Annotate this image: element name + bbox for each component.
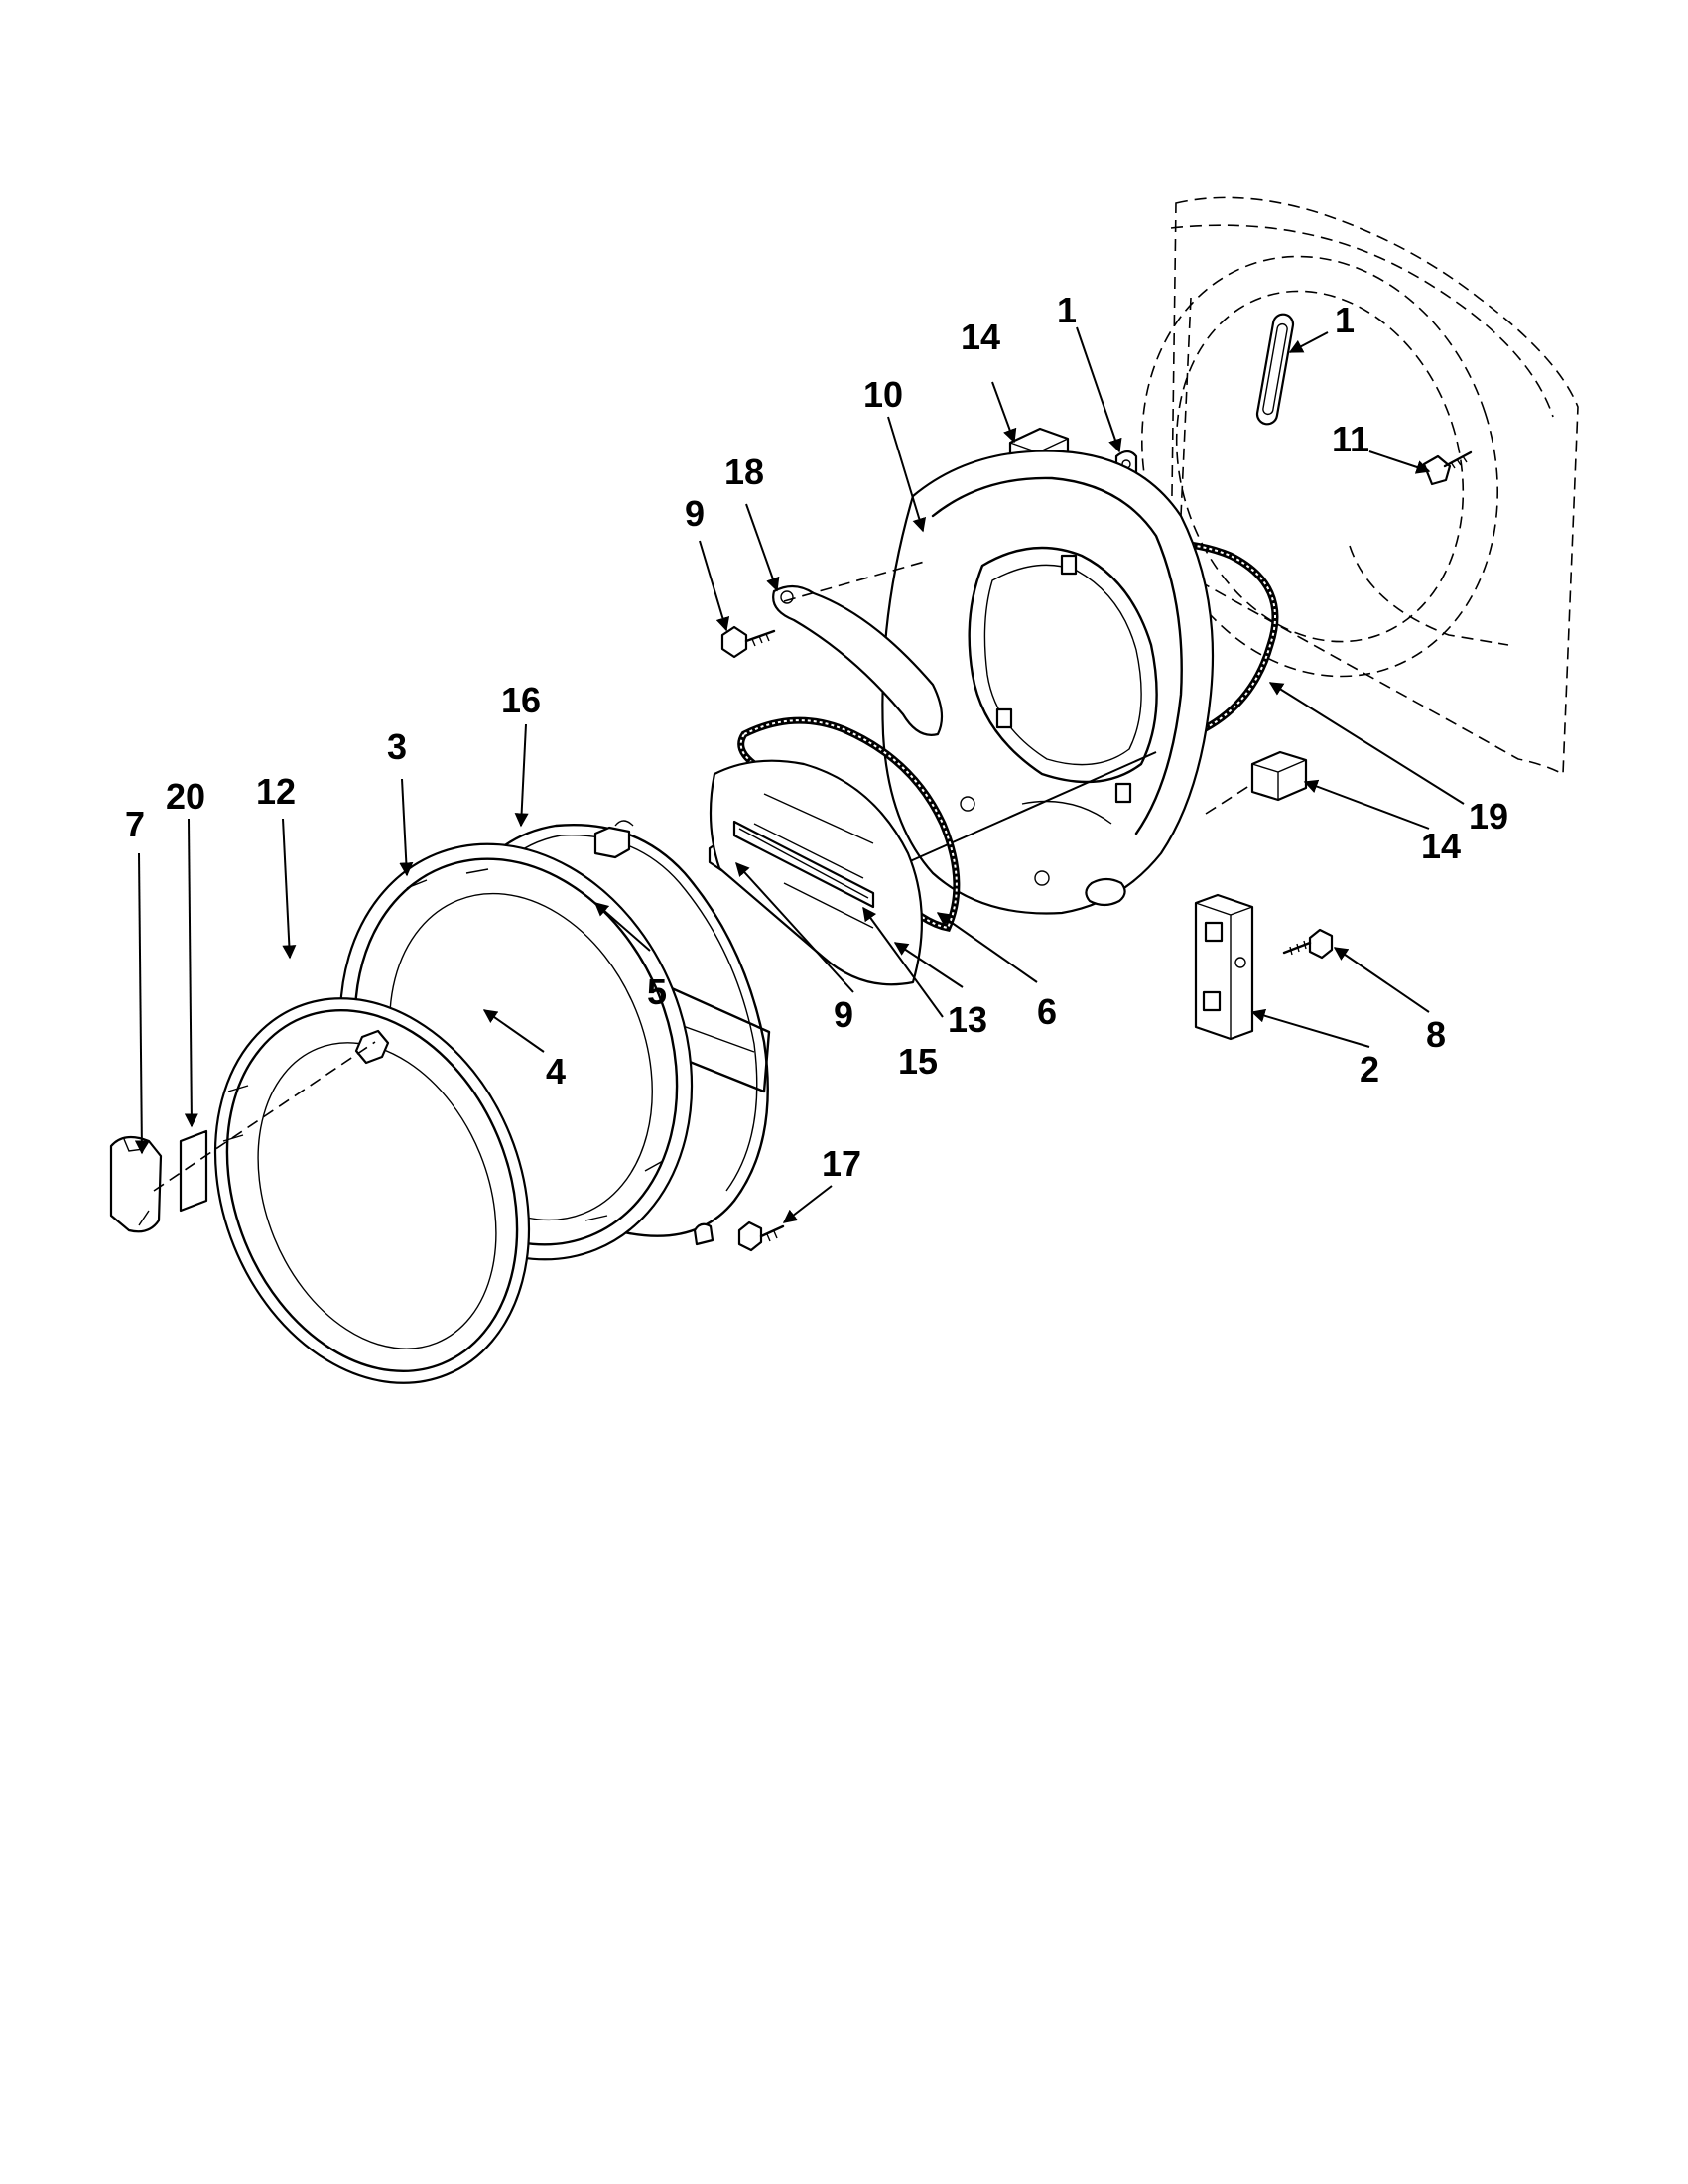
callout-14-lower: 14 <box>1421 826 1461 866</box>
front-panel-outline <box>1140 196 1579 776</box>
part-1-panel-slot <box>1255 313 1295 426</box>
leader-lines <box>134 326 1465 1223</box>
part-11-screw <box>1422 450 1473 486</box>
part-8-screw <box>1282 928 1334 960</box>
callout-labels: 1 1 2 3 4 5 6 7 8 9 9 10 11 12 13 14 14 … <box>125 290 1508 1184</box>
callout-8: 8 <box>1426 1014 1446 1055</box>
part-7-handle-cover <box>109 1135 163 1233</box>
callout-1-panel-slot: 1 <box>1335 300 1355 340</box>
callout-9-lower: 9 <box>834 994 853 1035</box>
callout-7: 7 <box>125 804 145 844</box>
callout-10: 10 <box>863 374 903 415</box>
callout-12: 12 <box>256 771 296 812</box>
part-14-door-catch-lower <box>1205 750 1308 815</box>
part-2-hinge <box>1194 893 1254 1041</box>
callout-11: 11 <box>1332 419 1369 459</box>
part-18-handle-strap <box>772 560 944 736</box>
part-17-screw <box>737 1220 785 1252</box>
callout-16: 16 <box>501 680 541 720</box>
callout-13: 13 <box>948 999 987 1040</box>
callout-18: 18 <box>724 451 764 492</box>
callout-3: 3 <box>387 726 407 767</box>
callout-5: 5 <box>647 971 667 1012</box>
callout-14-upper: 14 <box>961 317 1000 357</box>
part-10-inner-door <box>881 450 1215 915</box>
callout-1-hinge-bar: 1 <box>1057 290 1077 330</box>
callout-2: 2 <box>1360 1049 1379 1090</box>
part-9-screw-upper <box>720 625 776 659</box>
callout-15: 15 <box>898 1041 938 1082</box>
part-12-door-outer-ring <box>213 997 531 1384</box>
callout-4: 4 <box>546 1051 566 1092</box>
callout-17: 17 <box>822 1143 861 1184</box>
callout-6: 6 <box>1037 991 1057 1032</box>
part-20-label <box>179 1129 208 1213</box>
callout-9-upper: 9 <box>685 493 705 534</box>
callout-20: 20 <box>166 776 205 817</box>
callout-19: 19 <box>1469 796 1508 836</box>
alignment-line-handle <box>153 1041 376 1192</box>
